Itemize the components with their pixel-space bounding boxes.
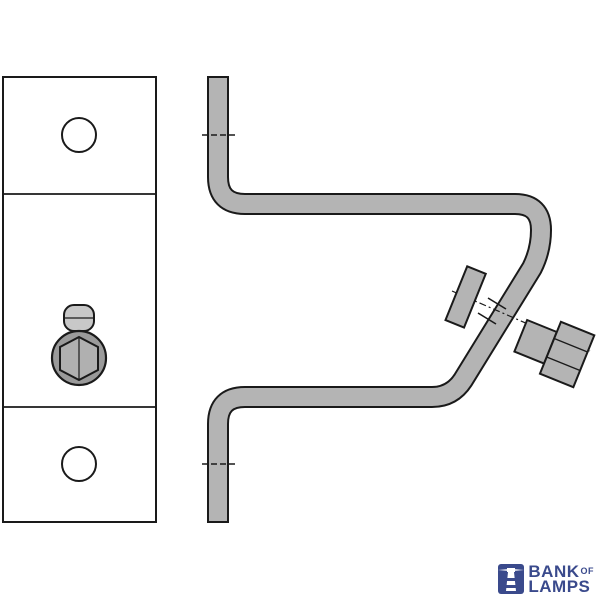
bank-of-lamps-logo: BANKOF LAMPS bbox=[498, 562, 594, 596]
logo-word-bank: BANK bbox=[528, 562, 580, 581]
front-bolt bbox=[50, 304, 108, 387]
bracket-profile bbox=[207, 77, 552, 522]
logo-word-of: OF bbox=[580, 566, 594, 576]
bolt-head bbox=[538, 320, 596, 389]
mounting-hole-top bbox=[61, 117, 97, 153]
slot-mark-1 bbox=[487, 297, 507, 310]
square-nut bbox=[444, 264, 488, 329]
lighthouse-icon bbox=[498, 564, 525, 594]
mounting-plate-front-view bbox=[2, 76, 157, 523]
mounting-hole-bottom bbox=[61, 446, 97, 482]
bracket-profile-fill bbox=[209, 77, 550, 522]
logo-text-line1: BANKOF bbox=[528, 562, 594, 581]
z-bracket-side-view bbox=[202, 76, 552, 523]
slot-mark-2 bbox=[477, 312, 497, 325]
logo-word-lamps: LAMPS bbox=[528, 577, 591, 596]
hex-bolt bbox=[513, 318, 596, 389]
